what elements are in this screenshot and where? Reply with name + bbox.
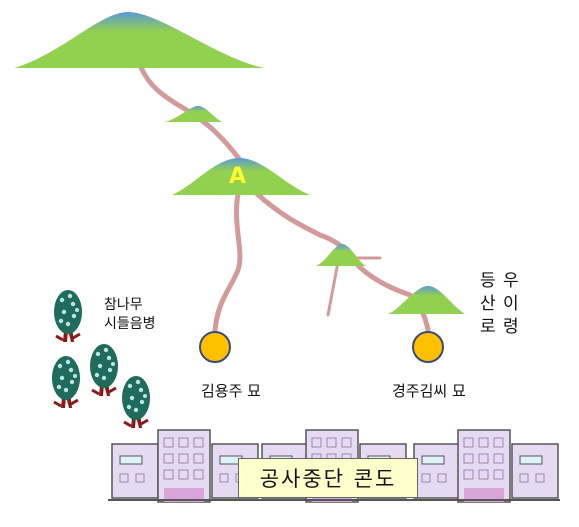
peak-a — [172, 158, 310, 195]
condo-label-box: 공사중단 콘도 — [238, 458, 418, 498]
peak-a-label: A — [229, 164, 247, 189]
oak-tree — [88, 342, 120, 398]
ridge-end-peak — [388, 286, 465, 314]
oak-tree — [52, 288, 84, 344]
condo-label: 공사중단 콘도 — [259, 467, 397, 491]
ridge-trail-label-line: 등 우 — [480, 271, 520, 291]
grave-gyeongju-kim-label: 경주김씨 묘 — [392, 382, 466, 400]
grave-kim-yongju-label: 김용주 묘 — [201, 382, 261, 400]
ridge-knoll — [316, 244, 366, 266]
small-peak — [165, 106, 222, 122]
ridge-spur — [326, 256, 382, 317]
ridge-trail-label: 등 우 산 이 로 령 — [480, 270, 520, 339]
oak-wilt-label-line: 시들음병 — [104, 316, 156, 332]
oak-wilt-label: 참나무 시들음병 — [104, 296, 156, 334]
oak-tree — [120, 374, 152, 430]
ridge-trail-label-line: 산 이 — [480, 294, 520, 314]
main-peak — [14, 12, 265, 68]
grave-kim-yongju-marker — [199, 331, 231, 363]
oak-wilt-label-line: 참나무 — [104, 297, 143, 313]
oak-tree — [50, 354, 82, 410]
grave-gyeongju-kim-marker — [412, 331, 444, 363]
ridge-lines — [137, 62, 431, 333]
ridge-trail-label-line: 로 령 — [480, 317, 520, 337]
condo-buildings — [108, 429, 560, 503]
